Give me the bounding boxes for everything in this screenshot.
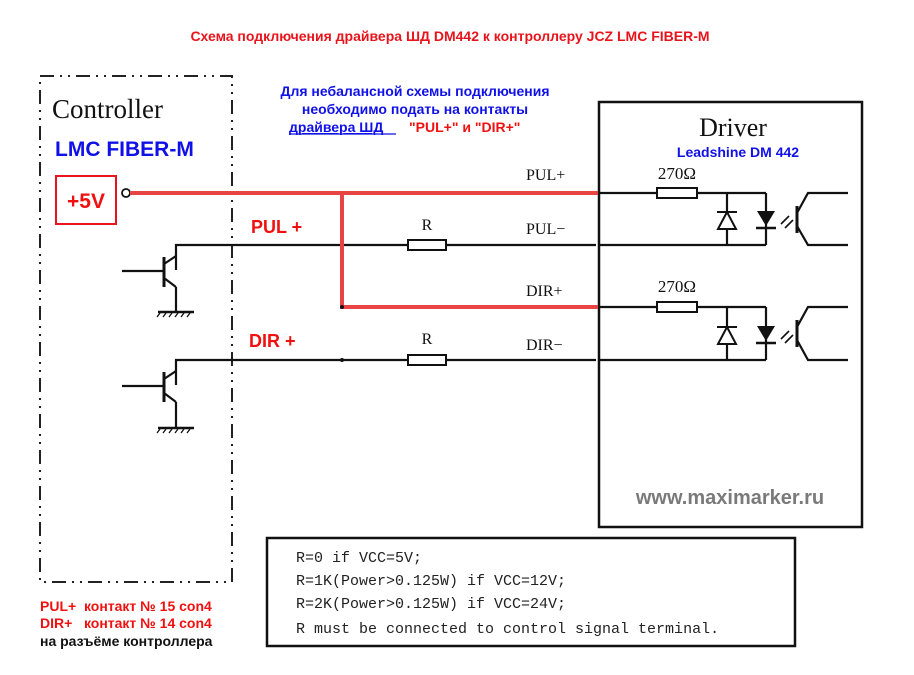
resistor-r-pul-label: R [422, 217, 433, 234]
controller-frame [39, 75, 233, 583]
resistor-270-label-2: 270Ω [658, 277, 696, 296]
pinout-line-3: на разъёме контроллера [40, 633, 213, 649]
ground-icon [156, 312, 191, 318]
controller-heading: Controller [52, 94, 163, 124]
resistor-270-dir [656, 301, 698, 313]
supply-label: +5V [67, 190, 105, 213]
transistor-dir [122, 370, 194, 434]
terminal-pul-plus: PUL+ [526, 167, 565, 184]
resistor-r-dir [407, 354, 447, 366]
resistor-note-line: R=1K(Power>0.125W) if VCC=12V; [296, 573, 566, 590]
pul-plus-label: PUL + [251, 217, 302, 237]
driver-model: Leadshine DM 442 [677, 144, 799, 160]
dir-signal-wire [174, 358, 596, 385]
controller-model: LMC FIBER-M [55, 138, 194, 161]
pinout-line-2: DIR+ контакт № 14 con4 [40, 615, 212, 631]
pinout-line-1: PUL+ контакт № 15 con4 [40, 598, 212, 614]
driver-heading: Driver [699, 113, 767, 142]
supply-terminal [121, 188, 131, 198]
note-line-3-underlined: драйвера ШД [289, 119, 383, 135]
supply-box [55, 175, 117, 225]
note-line-3-signals: "PUL+" и "DIR+" [409, 119, 520, 135]
resistor-note-line: R must be connected to control signal te… [296, 621, 719, 638]
optocoupler-pul [599, 187, 848, 247]
note-line-1: Для небалансной схемы подключения [280, 83, 549, 99]
optocoupler-dir [599, 301, 848, 362]
resistor-270-label-1: 270Ω [658, 164, 696, 183]
dir-plus-label: DIR + [249, 331, 296, 351]
terminal-pul-minus: PUL− [526, 221, 565, 238]
diagram-title: Схема подключения драйвера ШД DM442 к ко… [190, 28, 709, 44]
resistor-r-dir-label: R [422, 331, 433, 348]
resistor-note-line: R=0 if VCC=5V; [296, 550, 422, 567]
website-label: www.maximarker.ru [635, 487, 824, 509]
note-line-2: необходимо подать на контакты [302, 101, 528, 117]
terminal-dir-plus: DIR+ [526, 283, 563, 300]
resistor-note-line: R=2K(Power>0.125W) if VCC=24V; [296, 596, 566, 613]
pul-signal-wire [174, 243, 596, 270]
driver-frame [597, 100, 864, 529]
resistor-notes-box [265, 536, 797, 648]
resistor-270-pul [656, 187, 698, 199]
resistor-r-pul [407, 239, 447, 251]
terminal-dir-minus: DIR− [526, 337, 563, 354]
transistor-pul [122, 255, 194, 318]
ground-icon [156, 428, 191, 434]
junction-dot [340, 358, 344, 362]
junction-dot [340, 305, 344, 309]
